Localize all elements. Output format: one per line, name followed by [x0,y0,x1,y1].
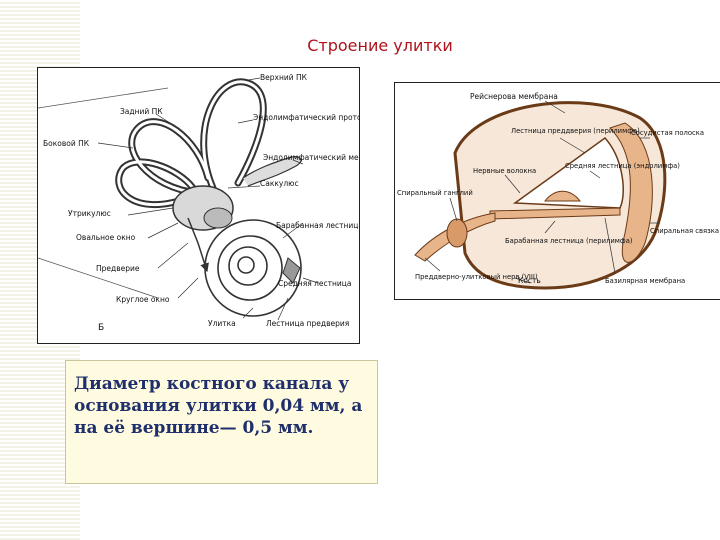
label-basilar-membrane: Базилярная мембрана [605,277,685,285]
label-vestibule: Предверие [96,264,140,273]
inner-ear-figure: Верхний ПК Задний ПК Эндолимфатический п… [37,67,360,344]
caption-box: Диаметр костного канала у основания улит… [65,360,378,484]
label-upper-canal: Верхний ПК [260,73,308,82]
label-nerve-fibers: Нервные волокна [473,167,536,175]
cochlea-cross-section-drawing: Рейснерова мембрана Лестница преддверия … [395,83,720,299]
label-bone: Кость [518,276,541,285]
label-spiral-ligament: Спиральная связка [650,227,719,235]
label-posterior-canal: Задний ПК [120,107,163,116]
label-stria-vascularis: Сосудистая полоска [631,129,704,137]
slide-title: Строение улитки [280,36,480,55]
label-round-window: Круглое окно [116,295,170,304]
label-endolymphatic-duct-text: Эндолимфатический проток [253,113,359,122]
label-endolymphatic-duct: Эндолимфатический проток [253,113,359,122]
label-utricle: Утрикулюс [68,209,111,218]
inner-ear-drawing: Верхний ПК Задний ПК Эндолимфатический п… [38,68,359,343]
label-scala-tympani: Барабанная лестница (перилимфа) [505,237,633,245]
label-reissner-membrane: Рейснерова мембрана [470,92,558,101]
label-endolymphatic-sac: Эндолимфатический мешок [263,153,359,162]
label-scala-vestibuli: Лестница предверия [266,319,349,328]
panel-letter: Б [98,323,104,333]
label-oval-window: Овальное окно [76,233,136,242]
cochlea-cross-section-figure: Рейснерова мембрана Лестница преддверия … [394,82,720,300]
label-saccule: Саккулюс [260,179,299,188]
label-spiral-ganglion: Спиральный ганглий [397,189,473,197]
label-scala-media: Средняя лестница [278,279,352,288]
label-scala-media: Средняя лестница (эндолимфа) [565,162,680,170]
label-scala-vestibuli: Лестница преддверия (перилимфа) [511,127,640,135]
label-cochlea: Улитка [208,319,236,328]
label-lateral-canal: Боковой ПК [43,139,90,148]
label-scala-tympani: Барабанная лестница [276,221,359,230]
